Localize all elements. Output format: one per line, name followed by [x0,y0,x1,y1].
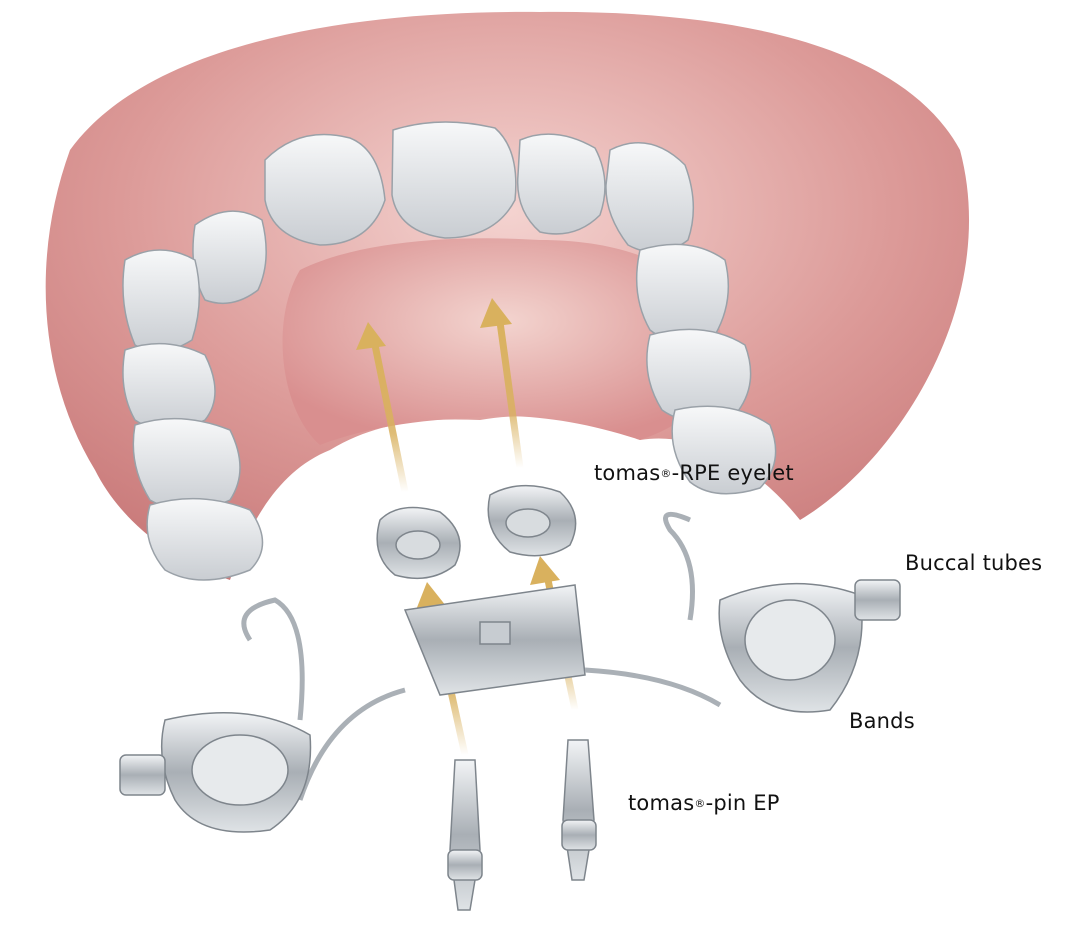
label-rpe-eyelet: tomas®-RPE eyelet [594,461,794,485]
label-bands: Bands [849,709,915,733]
label-tomas-pin: tomas®-pin EP [628,791,780,815]
label-buccal-tubes: Buccal tubes [905,551,1042,575]
tomas-pins [448,740,596,910]
